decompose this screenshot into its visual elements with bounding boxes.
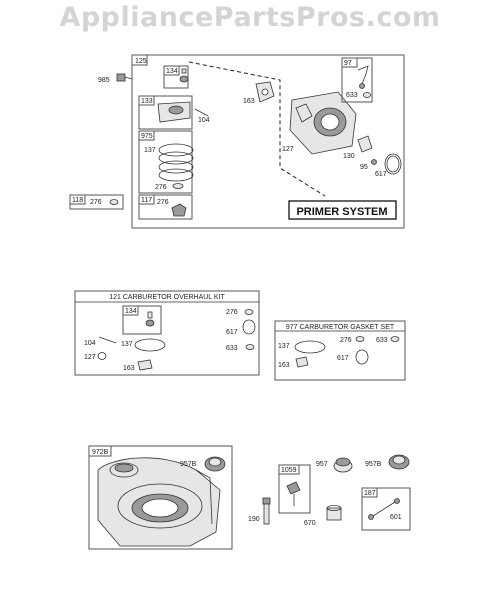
overhaul-kit-group: 121 CARBURETOR OVERHAUL KIT 134 104 127 … [74,290,260,376]
part-957-cap [333,457,353,473]
kit-part-127 [97,352,107,360]
gasket-set-group: 977 CARBURETOR GASKET SET 137 163 276 63… [274,320,406,381]
part-118-washer [109,199,119,205]
primer-system-frame [131,54,405,229]
box-117 [138,194,193,220]
label-985: 985 [98,77,110,84]
part-187-fuel-line [368,498,400,520]
watermark: AppliancePartsPros.com [59,2,441,33]
label-276-c: 276 [157,199,169,206]
gasket-label-163: 163 [278,362,290,369]
label-276-b: 276 [90,199,102,206]
gasket-part-617 [355,349,369,365]
fuel-cap-group: 1059 957 957B 190 670 187 [248,454,411,531]
label-130: 130 [343,153,355,160]
label-972b: 972B [92,449,109,456]
overhaul-kit-frame [74,290,260,376]
part-972b-fuel-tank [97,457,221,547]
label-957b-b: 957B [365,461,382,468]
label-276-a: 276 [155,184,167,191]
kit-label-137: 137 [121,341,133,348]
kit-label-163: 163 [123,365,135,372]
gasket-part-276 [355,336,365,342]
label-117: 117 [141,197,152,204]
label-1059: 1059 [281,467,297,474]
gasket-label-137: 137 [278,343,290,350]
part-carburetor-body [289,91,357,155]
part-190-clamp [262,497,271,525]
kit-label-104: 104 [84,340,96,347]
label-134: 134 [166,68,178,75]
fuel-tank-group: 972B 957B [88,445,233,550]
box-972b [88,445,233,550]
primer-title-frame [288,200,397,220]
gasket-part-633 [390,336,400,342]
kit-part-633 [245,344,255,350]
label-137: 137 [144,147,156,154]
part-957b-b-cap [388,454,410,470]
part-137-gasket-rings [158,143,194,182]
kit-part-163-gasket [137,359,153,371]
label-95: 95 [360,164,368,171]
label-617: 617 [375,171,387,178]
label-975: 975 [141,133,153,140]
label-670: 670 [304,520,316,527]
primer-system-group: 125 PRIMER SYSTEM 985 134 133 104 [69,54,405,229]
label-104: 104 [198,117,210,124]
label-601: 601 [390,514,402,521]
gasket-part-137 [294,340,326,354]
primer-box-label-tab [131,54,148,66]
box-187 [361,487,411,531]
kit-box-134 [122,305,162,335]
kit-label-617: 617 [226,329,238,336]
gasket-set-title: 977 CARBURETOR GASKET SET [286,324,395,331]
primer-leader-dashed [188,61,326,197]
kit-part-137-gasket [134,338,166,352]
gasket-label-633: 633 [376,337,388,344]
primer-box-label: 125 [135,58,147,65]
part-985-screw [116,73,133,82]
label-133: 133 [141,98,153,105]
gasket-label-617: 617 [337,355,349,362]
box-133 [138,95,193,130]
part-117-fitting [171,203,187,217]
label-633: 633 [346,92,358,99]
overhaul-kit-title: 121 CARBURETOR OVERHAUL KIT [109,294,225,301]
label-163: 163 [243,98,255,105]
kit-part-276 [244,309,254,315]
part-97-valve [357,65,369,89]
box-975 [138,130,193,194]
gasket-set-frame [274,320,406,381]
kit-label-134: 134 [125,308,137,315]
kit-part-134 [145,311,155,327]
part-633-seal [363,92,371,98]
gasket-part-163 [295,356,309,368]
gasket-label-276: 276 [340,337,352,344]
kit-part-104-pin [98,336,117,344]
part-130-cap [357,135,373,153]
label-187: 187 [364,490,376,497]
part-670-bushing [326,505,342,521]
kit-label-127: 127 [84,354,96,361]
part-163-gasket [255,81,275,103]
part-1059-fitting [286,481,301,506]
label-190: 190 [248,516,260,523]
primer-title: PRIMER SYSTEM [296,206,387,218]
part-957b-a-cap [204,456,226,472]
part-617-oring [384,153,402,175]
label-97: 97 [344,60,352,67]
part-95-screw [371,159,377,165]
part-133-retainer [157,101,191,123]
label-127: 127 [282,146,294,153]
part-104-pin [194,108,209,117]
label-118: 118 [72,197,83,204]
label-957b-a: 957B [180,461,197,468]
label-957: 957 [316,461,328,468]
kit-label-276: 276 [226,309,238,316]
part-134-primer-bulb [179,68,189,83]
kit-label-633: 633 [226,345,238,352]
part-276-washer [172,183,184,189]
kit-part-617 [242,319,256,335]
